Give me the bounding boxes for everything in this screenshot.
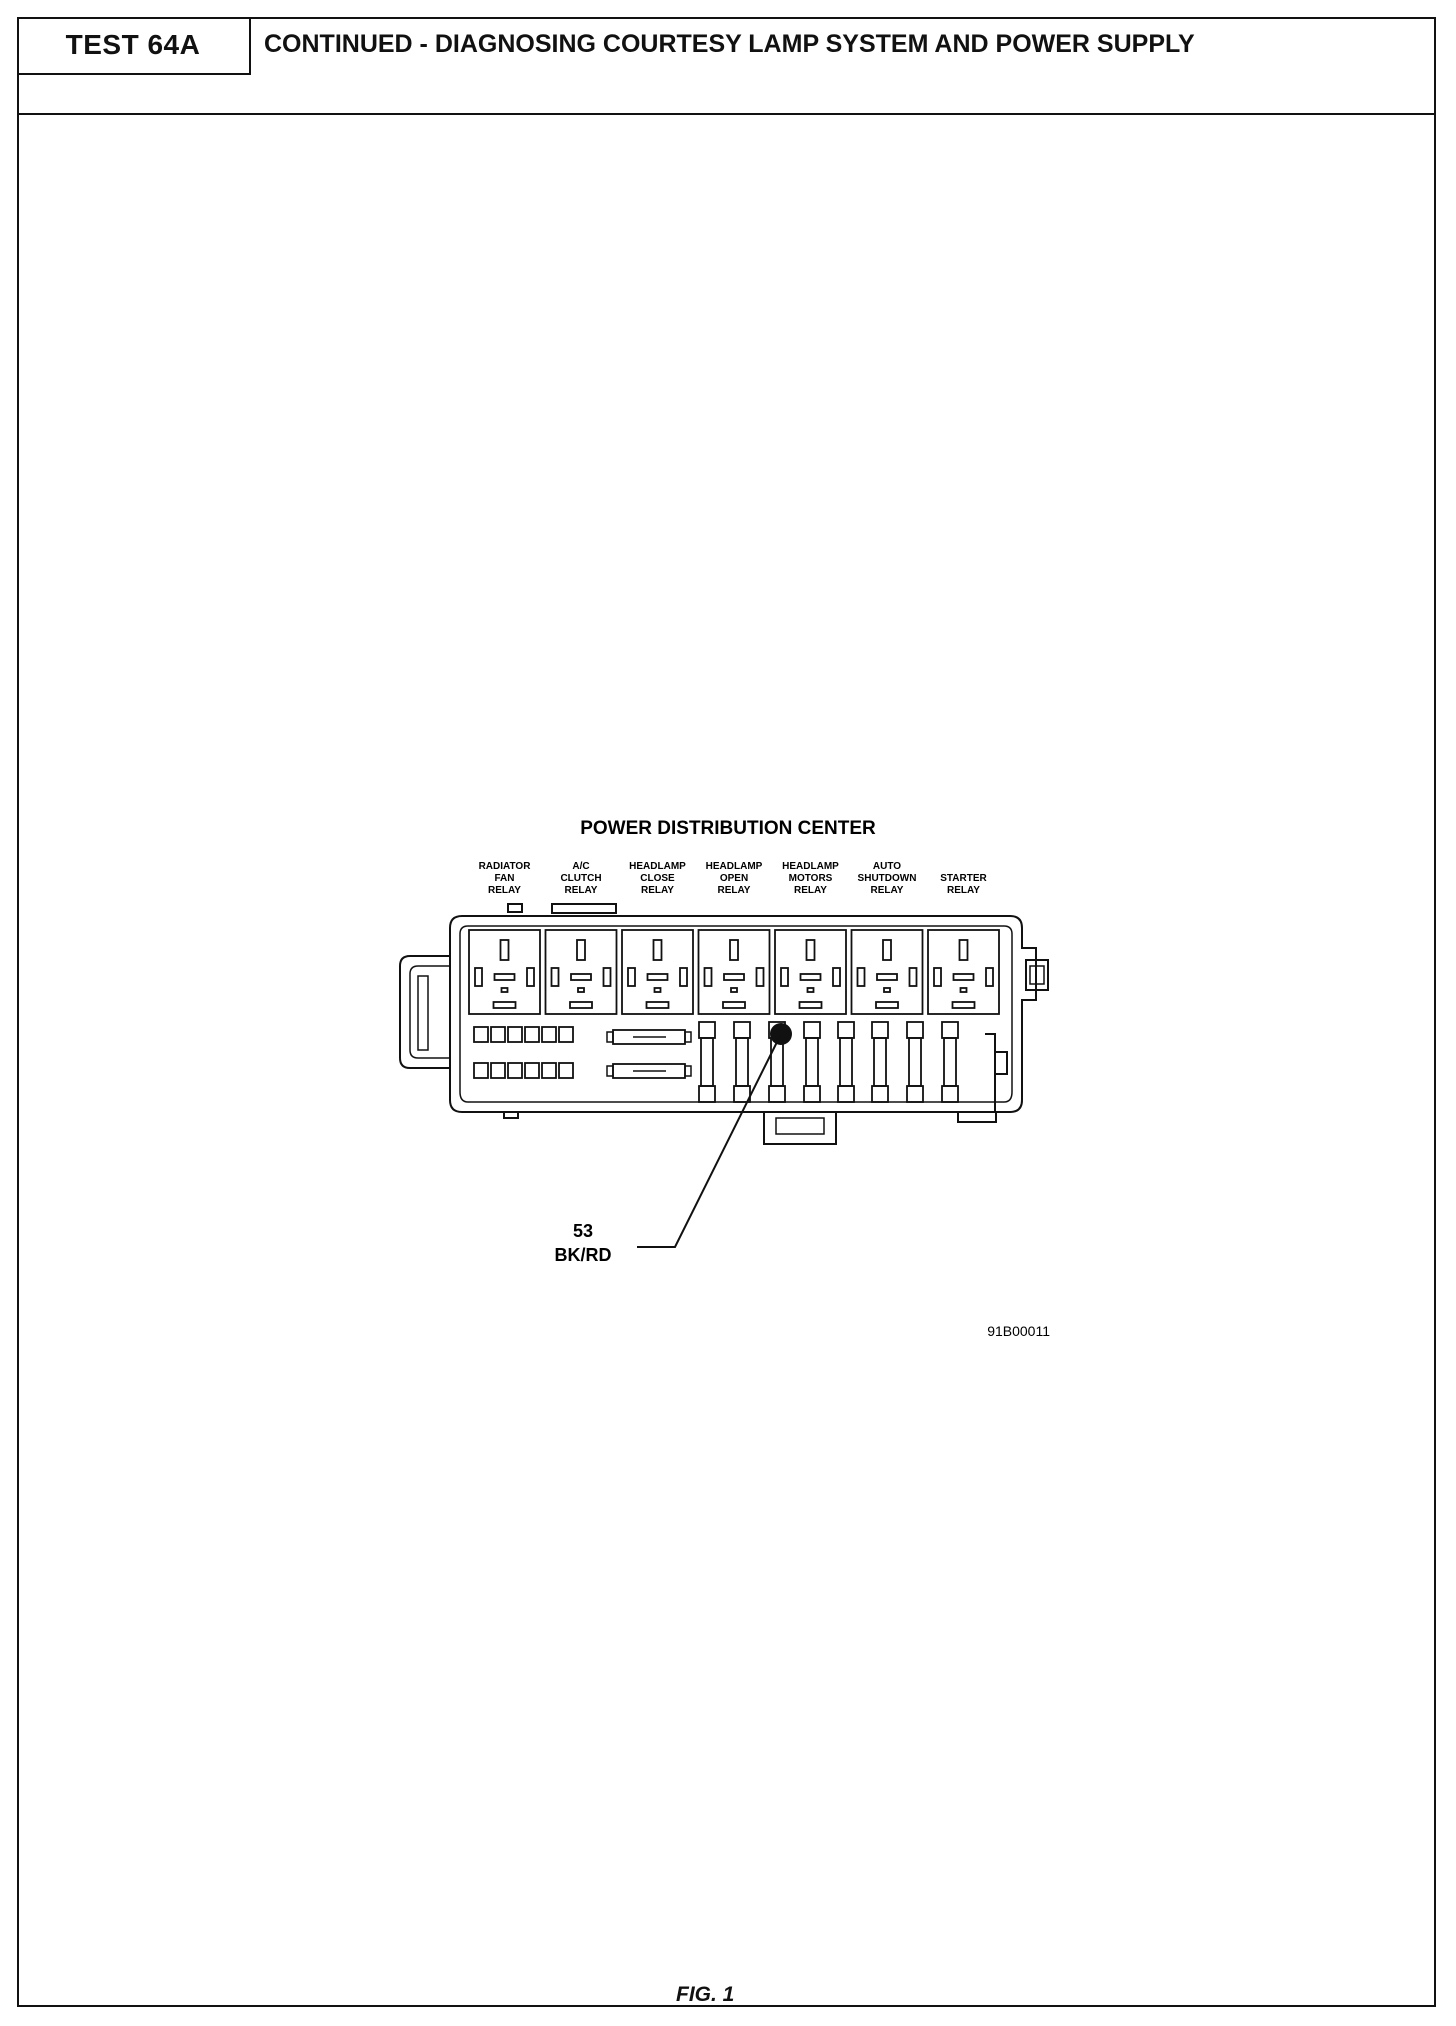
maxi-fuse [698, 1021, 716, 1103]
mini-fuses [473, 1026, 574, 1079]
mini-fuse [524, 1026, 540, 1043]
pdc-housing [399, 903, 1049, 1145]
mini-fuse [541, 1062, 557, 1079]
relay-socket [544, 929, 618, 1015]
relay-socket [774, 929, 847, 1015]
mini-fuse [507, 1026, 523, 1043]
page-frame [17, 17, 1436, 2007]
relay-label-line: RELAY [488, 885, 521, 896]
relay-label-line: A/C [572, 861, 589, 872]
mini-fuse [558, 1062, 574, 1079]
relay-label-line: HEADLAMP [782, 861, 839, 872]
relay-label-line: CLUTCH [560, 873, 601, 884]
diagram-title: POWER DISTRIBUTION CENTER [580, 818, 876, 839]
relay-label-line: AUTO [873, 861, 901, 872]
mini-fuse [541, 1026, 557, 1043]
relay-sockets [468, 929, 1000, 1015]
mini-fuse [473, 1026, 489, 1043]
relay-label-line: OPEN [720, 873, 748, 884]
test-title: CONTINUED - DIAGNOSING COURTESY LAMP SYS… [264, 30, 1195, 58]
callout-leader [637, 1033, 782, 1248]
relay-label-line: RELAY [871, 885, 904, 896]
test-id-box: TEST 64A [17, 17, 251, 75]
relay-socket [927, 929, 1000, 1015]
maxi-fuse [906, 1021, 924, 1103]
figure-code: 91B00011 [987, 1323, 1050, 1339]
mini-fuse [558, 1026, 574, 1043]
mini-fuse [490, 1062, 506, 1079]
header-divider [17, 113, 1436, 115]
relay-label-line: RELAY [565, 885, 598, 896]
maxi-fuse [837, 1021, 855, 1103]
relay-socket [697, 929, 771, 1015]
relay-label-line: FAN [495, 873, 515, 884]
relay-label-line: SHUTDOWN [858, 873, 917, 884]
cartridge-fuses [606, 1029, 692, 1079]
relay-label-line: RELAY [641, 885, 674, 896]
relay-label-line: CLOSE [640, 873, 675, 884]
relay-label-line: RADIATOR [479, 861, 532, 872]
maxi-fuses [698, 1021, 959, 1103]
relay-label-line: HEADLAMP [706, 861, 763, 872]
callout-wire-color: BK/RD [555, 1245, 612, 1265]
relay-label-line: HEADLAMP [629, 861, 686, 872]
relay-label-line: RELAY [794, 885, 827, 896]
maxi-fuse [871, 1021, 889, 1103]
relay-label-line: RELAY [718, 885, 751, 896]
mini-fuse [507, 1062, 523, 1079]
relay-label-line: RELAY [947, 885, 980, 896]
mini-fuse [524, 1062, 540, 1079]
relay-socket [468, 929, 541, 1015]
mini-fuse [490, 1026, 506, 1043]
relay-label-line: STARTER [940, 873, 987, 884]
relay-socket [621, 929, 694, 1015]
figure-label: FIG. 1 [676, 1983, 735, 2006]
relay-socket [850, 929, 924, 1015]
maxi-fuse [733, 1021, 751, 1103]
maxi-fuse [803, 1021, 821, 1103]
callout-circuit: 53 [573, 1221, 593, 1241]
relay-label-line: MOTORS [789, 873, 833, 884]
mini-fuse [473, 1062, 489, 1079]
maxi-fuse [941, 1021, 959, 1103]
